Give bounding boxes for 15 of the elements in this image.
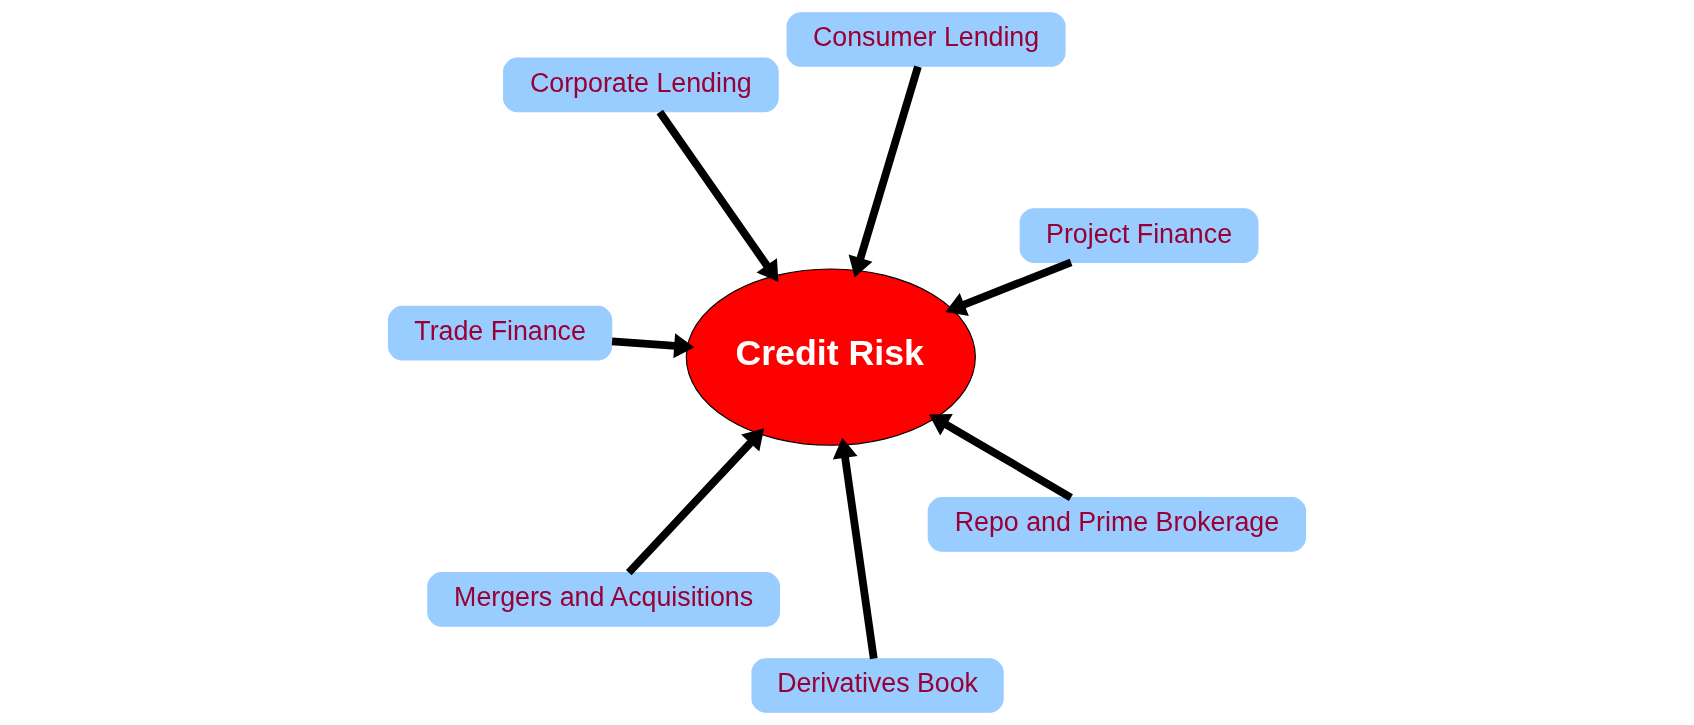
node-box: Trade Finance bbox=[387, 305, 613, 361]
arrow bbox=[832, 437, 878, 660]
arrow bbox=[929, 414, 1073, 501]
arrow bbox=[945, 258, 1073, 317]
arrow bbox=[848, 65, 922, 278]
arrow bbox=[611, 333, 695, 359]
node-box: Project Finance bbox=[1019, 208, 1259, 263]
node-ellipse: Credit Risk bbox=[685, 268, 976, 446]
node-box: Corporate Lending bbox=[503, 57, 779, 113]
node-box: Mergers and Acquisitions bbox=[427, 572, 780, 627]
node-box: Consumer Lending bbox=[786, 12, 1066, 67]
arrow bbox=[625, 428, 765, 576]
node-box: Repo and Prime Brokerage bbox=[927, 497, 1307, 552]
node-box: Derivatives Book bbox=[751, 658, 1004, 713]
arrow bbox=[656, 109, 779, 282]
